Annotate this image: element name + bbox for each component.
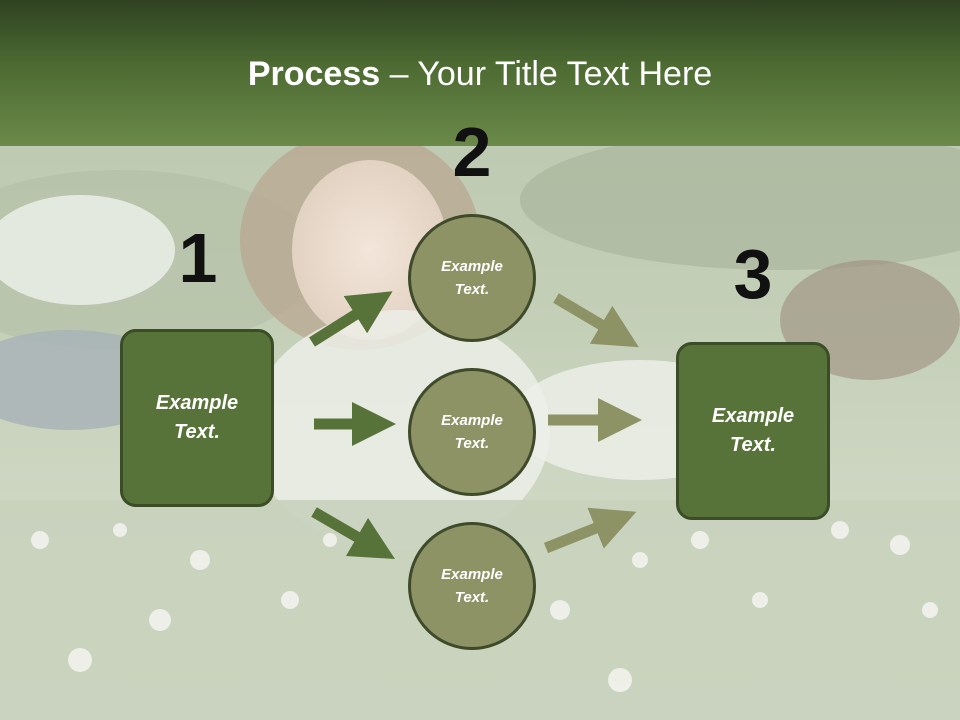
title-strong: Process bbox=[247, 55, 381, 93]
step-box-3[interactable]: Example Text. bbox=[676, 342, 830, 520]
step-box-1[interactable]: Example Text. bbox=[120, 329, 274, 507]
process-circle-3-label: Example Text. bbox=[441, 566, 503, 606]
process-circle-2[interactable]: Example Text. bbox=[408, 368, 536, 496]
step-box-1-label: Example Text. bbox=[155, 392, 239, 443]
arrow-from-circle-3 bbox=[543, 507, 637, 554]
slide-title: Process – Your Title Text Here bbox=[0, 52, 960, 96]
arrow-to-circle-3 bbox=[311, 507, 396, 560]
title-rest: – Your Title Text Here bbox=[380, 55, 713, 93]
step-number-3: 3 bbox=[733, 235, 773, 313]
process-circle-3[interactable]: Example Text. bbox=[408, 522, 536, 650]
process-circle-1-label: Example Text. bbox=[441, 258, 503, 298]
step-box-3-label: Example Text. bbox=[711, 405, 795, 456]
step-number-1: 1 bbox=[178, 219, 218, 297]
arrow-from-circle-1 bbox=[553, 293, 639, 348]
process-circle-2-label: Example Text. bbox=[441, 412, 503, 452]
arrow-to-circle-1 bbox=[309, 291, 393, 347]
step-number-2: 2 bbox=[452, 113, 492, 191]
title-bar bbox=[0, 0, 960, 146]
process-circle-1[interactable]: Example Text. bbox=[408, 214, 536, 342]
